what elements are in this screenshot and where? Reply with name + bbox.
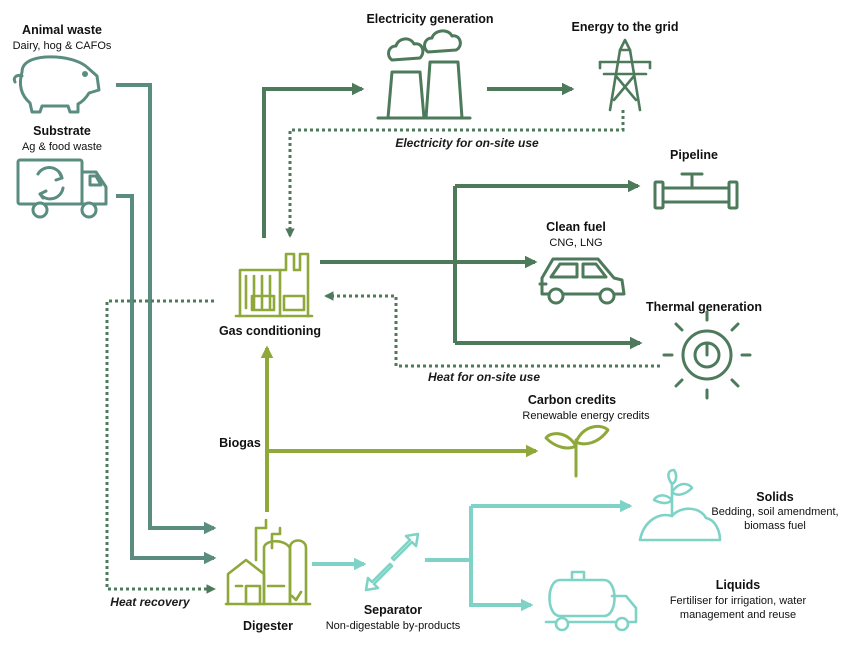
pipeline-title: Pipeline [670,148,718,162]
flow-gas-to-electricity [262,82,365,238]
flow-heat-onsite [324,291,660,368]
electricity-generation-title: Electricity generation [366,12,493,26]
car-icon [538,257,626,305]
liquids-subtitle-line-1: Fertiliser for irrigation, water [670,595,807,607]
separator-arrows-icon [364,532,420,592]
clean-fuel-subtitle: CNG, LNG [549,237,602,249]
factory-icon [234,252,314,318]
power-plant-icon [376,29,472,120]
heat-onsite-label: Heat for on-site use [428,370,540,384]
flow-heat-recovery [105,299,216,594]
electricity-onsite-label: Electricity for on-site use [395,136,539,150]
energy-grid-title: Energy to the grid [572,20,679,34]
solids-title: Solids [756,490,794,504]
flow-animal-waste-to-digester [116,83,217,535]
liquids-title: Liquids [716,578,760,592]
biogas-label: Biogas [219,436,261,450]
pig-icon [12,55,101,114]
thermal-sun-icon [662,310,752,400]
heat-recovery-label: Heat recovery [110,595,191,609]
clean-fuel-title: Clean fuel [546,220,606,234]
substrate-title: Substrate [33,124,91,138]
sprout-icon [544,424,610,478]
animal-waste-title: Animal waste [22,23,102,37]
thermal-generation-title: Thermal generation [646,300,762,314]
plant-mound-icon [638,468,722,542]
separator-title: Separator [364,603,422,617]
tanker-truck-icon [544,570,638,632]
pipeline-icon [653,172,739,210]
animal-waste-subtitle: Dairy, hog & CAFOs [13,40,112,52]
separator-subtitle: Non-digestable by-products [326,620,461,632]
liquids-subtitle-line-2: management and reuse [680,609,796,621]
digester-title: Digester [243,619,293,633]
flow-electricity-onsite [285,110,625,238]
recycling-truck-icon [16,158,108,219]
flow-substrate-to-digester [116,194,217,565]
digester-plant-icon [224,518,312,606]
carbon-credits-title: Carbon credits [528,393,616,407]
transmission-tower-icon [598,38,652,112]
solids-subtitle-line-2: biomass fuel [744,520,806,532]
carbon-credits-subtitle: Renewable energy credits [522,410,650,422]
flow-separator-branch [425,506,473,562]
substrate-subtitle: Ag & food waste [22,141,102,153]
gas-conditioning-title: Gas conditioning [219,324,321,338]
solids-subtitle-line-1: Bedding, soil amendment, [711,506,838,518]
flow-separator-to-liquids [469,560,534,612]
